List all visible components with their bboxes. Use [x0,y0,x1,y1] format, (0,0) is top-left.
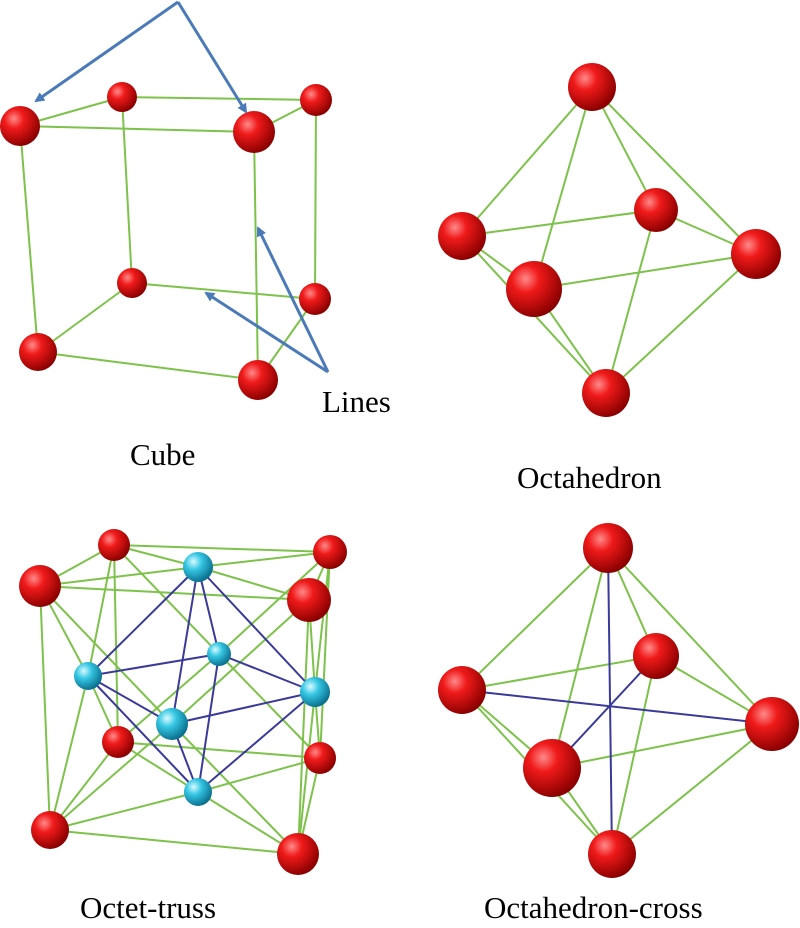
octet-corner-node [98,529,130,561]
octet-corner-node [19,565,61,607]
octahedron-struts [461,86,757,394]
octa-cross-node [583,523,633,573]
octet-face-node [183,552,213,582]
octa-cross-node [633,633,679,679]
cube-node [19,333,57,371]
arrow-line [256,226,330,373]
octet-face-node [207,642,231,666]
annotation-arrows [34,0,330,374]
caption-octet-truss: Octet-truss [80,890,216,925]
octahedron-node [731,229,781,279]
panel-octet-truss: Octet-truss [19,529,347,925]
cube-node [300,84,332,116]
octa-cross-node [588,830,636,878]
panel-octahedron-cross: Octahedron-cross [438,523,799,925]
cube-struts [19,96,317,381]
cube-node [117,268,147,298]
octet-face-node [300,677,330,707]
octa-cross-nodes [438,523,799,878]
octet-corner-node [102,726,134,758]
octahedron-node [438,212,486,260]
octet-corner-node [277,833,319,875]
cube-node [238,360,278,400]
octet-red-nodes [19,529,347,875]
arrow-line [204,291,329,374]
octet-corner-node [313,535,347,569]
octahedron-node [634,188,678,232]
octahedron-node [506,261,562,317]
octet-corner-node [304,742,336,774]
octet-corner-node [287,578,331,622]
cube-node [107,82,137,112]
octet-face-node [184,778,212,806]
arrow-line [176,1,248,114]
octet-face-node [156,708,188,740]
caption-octahedron: Octahedron [517,460,662,495]
octet-blue-struts [87,566,316,793]
arrow-line [34,0,179,103]
octa-cross-node [438,666,486,714]
caption-cube: Cube [130,437,195,472]
caption-octahedron-cross: Octahedron-cross [484,890,703,925]
octet-cyan-nodes [74,552,330,806]
octa-cross-blue-struts [461,547,773,855]
octahedron-node [582,369,630,417]
octa-cross-green-struts [461,547,773,855]
octet-green-struts [39,544,331,855]
octahedron-nodes [438,63,781,417]
cube-node [233,111,275,153]
cube-node [0,106,40,146]
octet-corner-node [31,811,69,849]
panel-octahedron: Octahedron [438,63,781,495]
cube-node [299,283,331,315]
cube-nodes [0,82,332,400]
octa-cross-node [523,739,581,797]
octa-cross-node [745,697,799,751]
octahedron-node [568,63,616,111]
octet-face-node [74,662,102,690]
lines-label: Lines [322,384,391,419]
panel-cube: Lines Cube [0,0,391,472]
